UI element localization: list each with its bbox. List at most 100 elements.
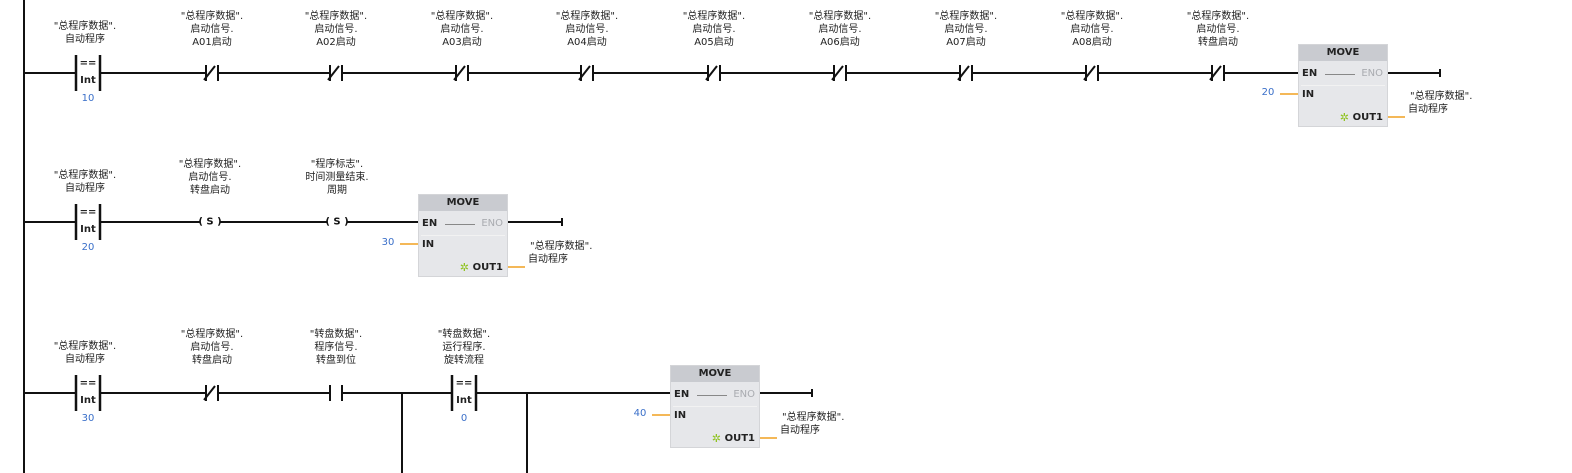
operand-label-line: "总程序数据". (53, 170, 117, 181)
operand-label-line: "总程序数据". (304, 11, 368, 22)
element-gap (207, 385, 217, 401)
compare-instruction[interactable]: == Int (80, 378, 97, 406)
set-coil[interactable]: ( S ) (198, 216, 222, 228)
operand-label-line: A08启动 (1072, 37, 1112, 48)
operand-label-line: A03启动 (442, 37, 482, 48)
contact-nc-4[interactable] (704, 63, 724, 83)
element-gap (331, 65, 341, 81)
contact-nc-0[interactable] (202, 63, 222, 83)
compare-value: 10 (81, 93, 95, 104)
contact-nc-7[interactable] (1082, 63, 1102, 83)
out-operand-label: "总程序数据".自动程序 (528, 240, 592, 266)
contact-no-1[interactable] (326, 383, 346, 403)
nc-contact-slash (453, 65, 466, 81)
contact-operand-label: "总程序数据".启动信号.A04启动 (556, 10, 618, 49)
operand-label-line: 运行程序. (442, 342, 486, 353)
contact-operand-label: "总程序数据".启动信号.A08启动 (1061, 10, 1123, 49)
contact-operand-label: "总程序数据".启动信号.A01启动 (181, 10, 243, 49)
en-eno-link (697, 395, 727, 396)
set-coil[interactable]: ( S ) (325, 216, 349, 228)
operand-label-line: 启动信号. (818, 24, 862, 35)
operand-label-line: 启动信号. (1196, 24, 1240, 35)
out1-pin: OUT1 (1352, 112, 1383, 123)
compare-operator: == (79, 378, 97, 389)
element-gap (207, 65, 217, 81)
out-label-line: "总程序数据". (782, 412, 845, 423)
divider (1301, 85, 1385, 86)
eno-pin: ENO (481, 218, 503, 229)
out-status-icon: ✲ (459, 261, 469, 274)
operand-label-line: 旋转流程 (443, 355, 484, 366)
out1-pin: OUT1 (724, 433, 755, 444)
operand-label-line: "程序标志". (310, 159, 364, 170)
compare-value: 30 (81, 413, 95, 424)
contact-operand-label: "总程序数据".启动信号.A03启动 (431, 10, 493, 49)
operand-label-line: 自动程序 (64, 183, 105, 194)
compare-type: Int (80, 395, 96, 406)
contact-operand-label: "总程序数据".启动信号.A05启动 (683, 10, 745, 49)
operand-label-line: 启动信号. (944, 24, 988, 35)
operand-label-line: A04启动 (567, 37, 607, 48)
coil-symbol: S (206, 216, 214, 228)
element-gap (331, 385, 341, 401)
compare-value: 20 (81, 242, 95, 253)
compare-type: Int (456, 395, 472, 406)
operand-label-line: 转盘启动 (189, 185, 230, 196)
en-eno-link (445, 224, 475, 225)
compare-instruction[interactable]: ==Int (80, 207, 97, 235)
coil-operand-label: "程序标志".时间测量结束.周期 (305, 158, 368, 197)
in-value: 40 (633, 408, 647, 419)
out-operand-label: "总程序数据".自动程序 (780, 411, 844, 437)
contact-nc-2[interactable] (452, 63, 472, 83)
out-label-line: "总程序数据". (1410, 91, 1473, 102)
contact-operand-label: "总程序数据".启动信号.A07启动 (935, 10, 997, 49)
in-pin: IN (1302, 89, 1315, 100)
compare-operator: == (455, 378, 473, 389)
operand-label-line: 自动程序 (64, 34, 105, 45)
element-gap (961, 65, 971, 81)
compare-value: 0 (460, 413, 468, 424)
compare-operand-label: "总程序数据". 自动程序 (54, 20, 116, 46)
element-gap (582, 65, 592, 81)
compare-instruction[interactable]: ==Int (80, 58, 97, 86)
operand-label-line: "总程序数据". (53, 21, 117, 32)
out-status-icon: ✲ (711, 432, 721, 445)
out-label-line: "总程序数据". (530, 241, 593, 252)
move-title: MOVE (671, 366, 759, 382)
contact-nc-5[interactable] (830, 63, 850, 83)
element-gap (200, 214, 220, 230)
operand-label-line: 时间测量结束. (305, 172, 369, 183)
contact-nc-3[interactable] (577, 63, 597, 83)
contact-nc-1[interactable] (326, 63, 346, 83)
coil-symbol: S (333, 216, 341, 228)
nc-contact-slash (1209, 65, 1222, 81)
out-label-line: 自动程序 (1408, 104, 1448, 115)
operand-label-line: "转盘数据". (309, 329, 363, 340)
compare-operand-label: "转盘数据".运行程序.旋转流程 (438, 328, 490, 367)
contact-nc-6[interactable] (956, 63, 976, 83)
operand-label-line: 启动信号. (314, 24, 358, 35)
operand-label-line: 转盘到位 (315, 355, 356, 366)
element-gap (1087, 65, 1097, 81)
contact-operand-label: "转盘数据".程序信号.转盘到位 (310, 328, 362, 367)
contact-nc-0[interactable] (202, 383, 222, 403)
operand-label-line: "总程序数据". (180, 11, 244, 22)
nc-contact-slash (705, 65, 718, 81)
compare-gap (77, 69, 99, 77)
element-gap (457, 65, 467, 81)
operand-label-line: "总程序数据". (430, 11, 494, 22)
coil-operand-label: "总程序数据".启动信号.转盘启动 (179, 158, 241, 197)
in-pin: IN (422, 239, 435, 250)
operand-label-line: A06启动 (820, 37, 860, 48)
contact-operand-label: "总程序数据".启动信号.转盘启动 (1187, 10, 1249, 49)
contact-nc-8[interactable] (1208, 63, 1228, 83)
compare-type: Int (80, 224, 96, 235)
operand-label-line: "总程序数据". (682, 11, 746, 22)
compare-instruction[interactable]: == Int (456, 378, 473, 406)
out1-pin: OUT1 (472, 262, 503, 273)
